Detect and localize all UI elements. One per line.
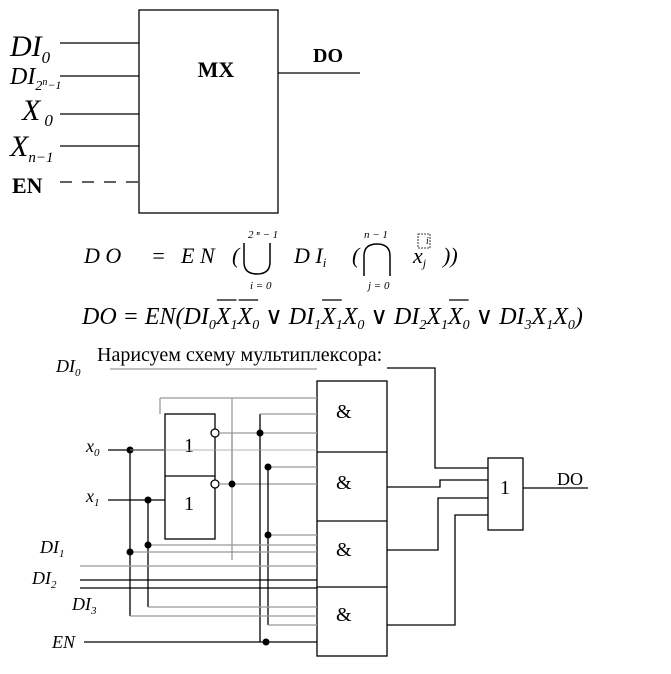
formula2-part: ) [573,304,583,330]
mx-label: MX [198,57,235,82]
circuit-label-en: EN [51,632,76,652]
formula2-part: X [237,304,254,330]
intersection-top: n − 1 [364,229,388,241]
or-gate [487,457,524,531]
intersection-bottom: j = 0 [366,280,390,292]
formula2-part: ∨ DI [259,304,315,330]
formula2-part: 3 [524,318,532,333]
formula1-paren: ( [232,243,241,268]
junction-en-and3 [264,531,272,539]
mx-input-label-xn1: Xn−1 [9,130,53,166]
and2-to-or [387,479,488,488]
formula-2: DO = EN(DI0X1X0 ∨ DI1X1X0 ∨ DI2X1X0 ∨ DI… [81,304,583,333]
union-bottom: i = 0 [250,280,272,292]
inverter-label-2: 1 [184,493,194,515]
formula2-part: X [447,304,464,330]
formula-1: D O = E N ( 2 ⁿ − 1 i = 0 D Ii ( n − 1 j… [83,229,458,292]
junction-en [262,638,270,646]
formula2-part: 0 [357,318,364,333]
inverter-bubble-2 [210,479,220,489]
formula1-di: D Ii [293,243,327,270]
circuit-label-di2: DI2 [31,568,57,591]
formula2-part: 2 [419,318,426,333]
formula2-part: 1 [546,318,553,333]
circuit-label-di1: DI1 [39,537,65,560]
circuit-label-di3: DI3 [71,594,97,617]
formula2-part: 1 [231,318,238,333]
mx-input-label-di0: DI0 [9,30,51,67]
formula1-inner-paren: ( [352,243,361,268]
formula1-en: E N [180,243,216,268]
formula1-eq: = [151,243,166,268]
and1-to-or [387,367,488,469]
formula1-lhs: D O [83,243,121,268]
mx-block-rect [138,9,279,214]
union-symbol [243,243,271,275]
formula2-part: 1 [314,318,321,333]
circuit: 1 1 & & & & 1 DO [31,356,588,657]
and-gate-3-label: & [336,539,352,561]
or-gate-label: 1 [500,477,510,499]
formula2-part: X [215,304,232,330]
formula2-part: X [342,304,359,330]
circuit-output-label: DO [557,469,583,489]
formula2-part: 0 [568,318,575,333]
formula1-x: xj [412,243,427,270]
intersection-symbol [363,243,391,276]
circuit-label-x0: x0 [85,436,100,459]
formula2-part: ∨ DI [364,304,420,330]
junction-en-2 [264,463,272,471]
junction-notx1 [228,480,236,488]
formula1-close: )) [441,243,458,268]
formula2-part: X [552,304,569,330]
mx-input-label-di2n: DI2n−1 [9,64,61,94]
formula2-part: X [531,304,548,330]
formula2-part: 1 [336,318,343,333]
x-superscript-box [417,233,431,249]
formula2-part: X [320,304,337,330]
mx-input-label-en: EN [12,173,43,198]
and-gate-2-label: & [336,472,352,494]
and-stack [316,380,388,657]
and-gate-1-label: & [336,401,352,423]
junction-x1 [144,496,152,504]
and-gate-4-label: & [336,604,352,626]
caption: Нарисуем схему мультиплексора: [97,344,382,366]
and3-to-or [387,497,488,551]
formula2-part: DO = EN(DI [81,304,210,330]
and4-to-or [387,514,488,626]
union-top: 2 ⁿ − 1 [248,229,278,241]
formula2-part: 1 [441,318,448,333]
junction-x1-and3 [144,541,152,549]
formula2-part: 0 [209,318,216,333]
formula2-part: X [425,304,442,330]
inverter-bubble-1 [210,428,220,438]
circuit-label-x1: x1 [85,486,100,509]
circuit-label-di0: DI0 [55,356,81,379]
formula2-part: 0 [463,318,470,333]
mx-output-label: DO [313,45,343,67]
formula2-part: 0 [252,318,259,333]
formula2-part: ∨ DI [470,304,526,330]
junction-x0-and3 [126,548,134,556]
formula1-x-sup: i [426,236,429,247]
inverter-label-1: 1 [184,435,194,457]
